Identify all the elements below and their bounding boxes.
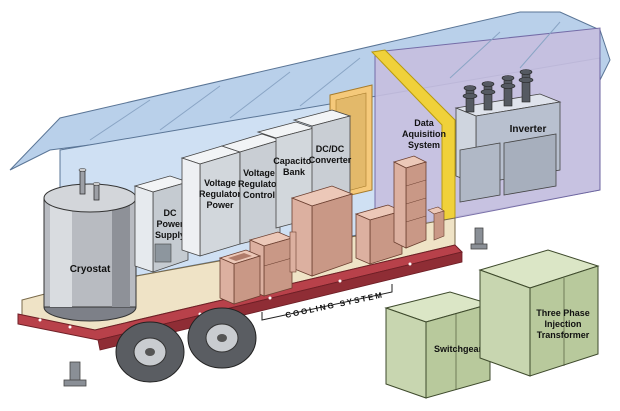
data-acq-label-2: Aquisition (402, 129, 446, 139)
inverter: Inverter (454, 69, 562, 203)
dc-power-supply-label-1: DC (164, 208, 177, 218)
inverter-bushings (462, 69, 534, 113)
switchgear-label: Switchgear (434, 344, 483, 354)
transformer-label-3: Transformer (537, 330, 590, 340)
cryostat-label: Cryostat (70, 264, 111, 275)
cooling-system-units (218, 185, 404, 305)
dcdc-converter-label-1: DC/DC (316, 144, 345, 154)
vr-power-label-2: Regulator (199, 189, 242, 199)
data-acq-label-3: System (408, 140, 440, 150)
transformer-label-1: Three Phase (536, 308, 590, 318)
dc-power-supply-label-2: Power (156, 219, 184, 229)
data-acq-label-1: Data (414, 118, 435, 128)
vr-control-label-3: Control (243, 190, 275, 200)
vr-power-label-3: Power (206, 200, 234, 210)
dc-power-supply-label-3: Supply (155, 230, 185, 240)
vr-control-label-2: Regulator (238, 179, 281, 189)
injection-transformer: Three Phase Injection Transformer (478, 249, 600, 377)
voltage-regulator-control-cabinet: Voltage Regulator Control (220, 133, 282, 245)
switchgear: Switchgear (384, 291, 492, 399)
wheels (115, 307, 257, 383)
data-acquisition-rack: Data Aquisition System (392, 118, 446, 249)
transformer-label-2: Injection (544, 319, 581, 329)
dc-power-supply-cabinet: DC Power Supply (133, 175, 190, 273)
capacitor-bank-label-1: Capacitor (273, 156, 315, 166)
vr-power-label-1: Voltage (204, 178, 236, 188)
cryostat: Cryostat (43, 168, 137, 322)
voltage-regulator-power-cabinet: Voltage Regulator Power (180, 145, 242, 257)
inverter-label: Inverter (510, 124, 547, 135)
trailer-frame (17, 227, 488, 387)
capacitor-bank-label-2: Bank (283, 167, 306, 177)
vr-control-label-1: Voltage (243, 168, 275, 178)
dcdc-converter-label-2: Converter (309, 155, 352, 165)
